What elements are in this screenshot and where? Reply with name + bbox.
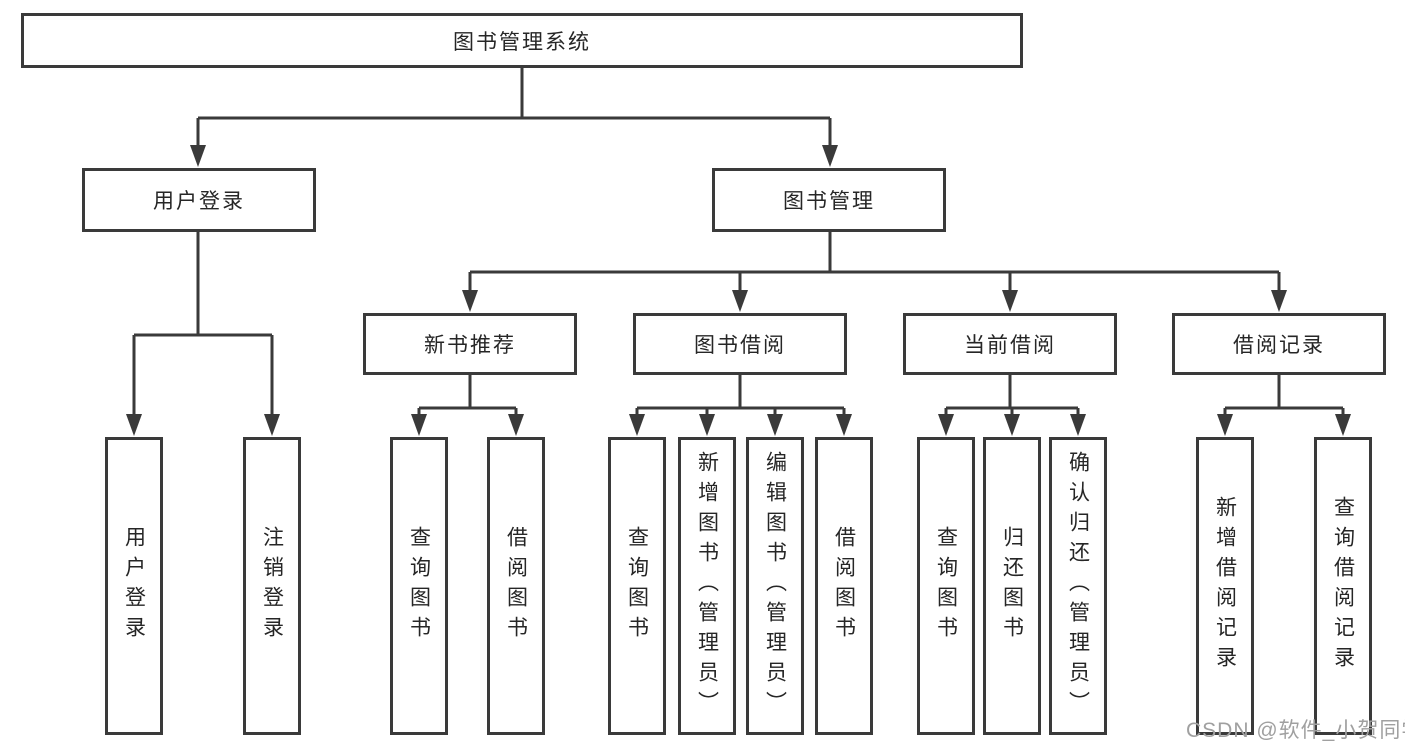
node-current-borrowing: 当前借阅 — [903, 313, 1117, 375]
node-edit-books-admin: 编辑图书（管理员） — [746, 437, 804, 735]
node-new-book-recommend: 新书推荐 — [363, 313, 577, 375]
node-borrow-query-books: 查询图书 — [608, 437, 666, 735]
node-root-system: 图书管理系统 — [21, 13, 1023, 68]
node-current-query-books: 查询图书 — [917, 437, 975, 735]
node-query-borrow-record: 查询借阅记录 — [1314, 437, 1372, 735]
csdn-watermark: CSDN @软件_小贺同学 — [1186, 719, 1405, 742]
connector-root-to-level2 — [190, 68, 838, 167]
node-newbook-query-books: 查询图书 — [390, 437, 448, 735]
node-add-borrow-record: 新增借阅记录 — [1196, 437, 1254, 735]
connector-current-borrow-subtree — [938, 375, 1086, 436]
connector-book-mgmt-to-level3 — [462, 232, 1287, 312]
node-book-borrowing: 图书借阅 — [633, 313, 847, 375]
connector-borrow-records-subtree — [1217, 375, 1351, 436]
node-logout: 注销登录 — [243, 437, 301, 735]
node-add-books-admin: 新增图书（管理员） — [678, 437, 736, 735]
node-confirm-return-admin: 确认归还（管理员） — [1049, 437, 1107, 735]
node-user-login-group: 用户登录 — [82, 168, 316, 232]
node-newbook-borrow-books: 借阅图书 — [487, 437, 545, 735]
connector-new-book-subtree — [411, 375, 524, 436]
node-borrow-books: 借阅图书 — [815, 437, 873, 735]
node-book-management: 图书管理 — [712, 168, 946, 232]
connector-book-borrow-subtree — [629, 375, 852, 436]
node-return-books: 归还图书 — [983, 437, 1041, 735]
connector-user-login-subtree — [126, 232, 280, 436]
node-borrowing-records: 借阅记录 — [1172, 313, 1386, 375]
node-user-login: 用户登录 — [105, 437, 163, 735]
